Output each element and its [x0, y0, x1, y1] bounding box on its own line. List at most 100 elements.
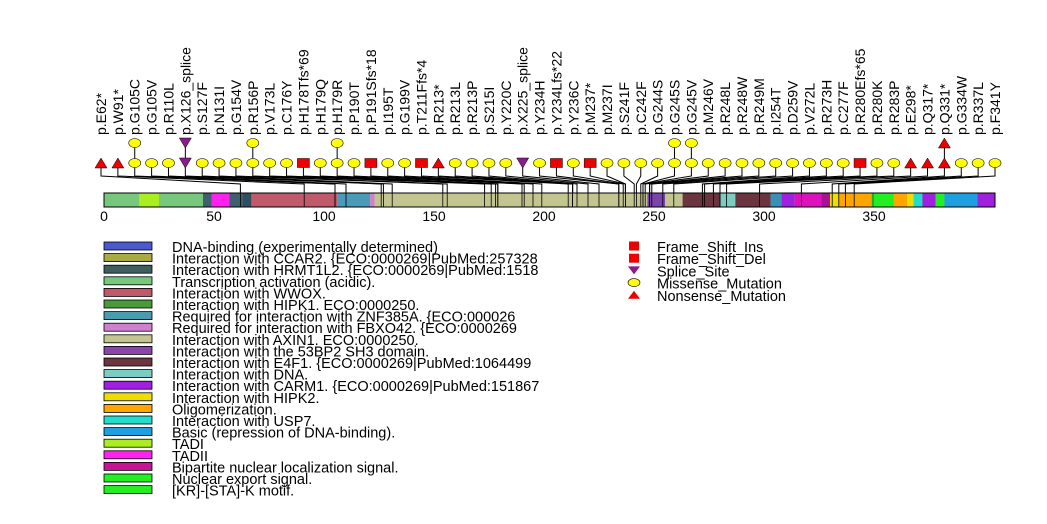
missense-marker — [836, 158, 850, 168]
mutation-label: p.R110L — [160, 83, 176, 135]
mutation-label: p.Y236C — [565, 81, 581, 135]
mutation-connector — [471, 163, 574, 193]
mutation-label: p.H178Tfs*69 — [295, 49, 311, 135]
missense-legend-icon — [627, 278, 641, 287]
nonsense-marker — [904, 157, 918, 169]
domain-legend-swatch — [103, 276, 153, 286]
mutation-label: p.G244S — [650, 80, 666, 135]
mutation-label: p.E62* — [93, 92, 109, 135]
nonsense-marker — [94, 157, 108, 169]
mutation-label: p.F341Y — [987, 81, 1003, 135]
mutation-connector — [606, 163, 626, 193]
domain-legend-swatch — [103, 392, 153, 402]
domain-segment — [647, 193, 665, 207]
domain-segment — [874, 193, 894, 207]
mutation-label: p.Q331* — [936, 83, 952, 135]
mutation-connector — [404, 163, 543, 193]
mutation-label: p.I254T — [768, 87, 784, 135]
domain-legend-label: Interaction with WWOX. — [172, 286, 326, 302]
frameshift-marker — [853, 158, 867, 168]
mutation-connector — [640, 163, 659, 193]
domain-legend-label: Interaction with the 53BP2 SH3 domain. — [172, 344, 429, 360]
mutation-connector — [555, 163, 620, 193]
missense-marker — [330, 158, 344, 168]
mutation-label: p.G105V — [144, 79, 160, 135]
mutation-label: p.R213P — [464, 81, 480, 135]
missense-marker — [246, 158, 260, 168]
domain-legend-label: DNA-binding (experimentally determined) — [172, 240, 438, 256]
missense-marker — [162, 158, 175, 168]
domain-legend-label: Basic (repression of DNA-binding). — [172, 426, 395, 442]
mutation-connector — [100, 163, 241, 193]
domain-legend-label: Interaction with CCAR2. {ECO:0000269|Pub… — [172, 252, 538, 268]
mutation-label: p.Y234Lfs*22 — [548, 51, 564, 135]
domain-segment — [251, 193, 338, 207]
domain-segment — [871, 193, 874, 207]
missense-marker — [398, 158, 411, 168]
domain-segment — [720, 193, 736, 207]
missense-marker — [988, 158, 1002, 168]
domain-legend-swatch — [103, 450, 153, 460]
frameshift-marker — [550, 158, 563, 168]
mutation-label: p.X225_splice — [515, 47, 531, 135]
missense-marker — [313, 158, 327, 168]
mutation-label: p.Y220C — [498, 81, 514, 135]
mutation-connector — [201, 163, 384, 193]
domain-legend-label: Interaction with HIPK1. ECO:0000250. — [172, 298, 419, 314]
mutation-label: p.R273H — [818, 80, 834, 135]
domain-legend-swatch — [103, 311, 153, 321]
frameshift-legend-icon — [629, 253, 639, 263]
mutation-connector — [117, 163, 305, 193]
domain-legend-label: Interaction with HIPK2. — [172, 391, 320, 407]
missense-marker — [786, 158, 799, 168]
mutation-label: p.G245S — [667, 80, 683, 135]
domain-legend-label: Bipartite nuclear localization signal. — [172, 460, 399, 476]
mutation-label: p.D259V — [785, 80, 801, 135]
mutation-connector — [719, 163, 878, 193]
x-tick-label: 100 — [312, 208, 336, 224]
domain-segment — [935, 193, 945, 207]
x-tick-label: 200 — [532, 208, 556, 224]
mutation-connector — [522, 163, 600, 193]
splice-marker — [178, 137, 192, 149]
domain-legend-swatch — [103, 380, 153, 390]
mutation-label: p.R280K — [869, 80, 885, 135]
domain-legend-swatch — [103, 427, 153, 437]
domain-segment — [977, 193, 995, 207]
missense-marker — [617, 158, 631, 168]
mutation-connector — [712, 163, 844, 193]
mutation-label: p.G105C — [127, 79, 143, 135]
frameshift-marker — [297, 158, 310, 168]
mutation-connector — [134, 143, 336, 193]
mutation-label: p.G199V — [397, 79, 413, 135]
domain-legend-swatch — [103, 403, 153, 413]
missense-marker — [482, 158, 496, 168]
splice-legend-icon — [628, 266, 640, 275]
type-legend-label: Missense_Mutation — [657, 277, 782, 293]
missense-marker — [212, 158, 226, 168]
mutation-connector — [800, 163, 929, 193]
frameshift-legend-icon — [629, 241, 639, 251]
nonsense-legend-icon — [628, 290, 640, 299]
domain-legend-label: Interaction with E4F1. {ECO:0000269|PubM… — [172, 356, 531, 372]
domain-legend-swatch — [103, 264, 153, 274]
domain-legend-label: Required for interaction with FBXO42. {E… — [172, 321, 517, 337]
domain-segment — [682, 193, 720, 207]
frameshift-marker — [364, 158, 378, 168]
missense-marker — [499, 158, 513, 168]
mutation-connector — [336, 143, 499, 193]
domain-legend-swatch — [103, 461, 153, 471]
mutation-label: p.M246V — [700, 78, 716, 135]
missense-marker — [870, 158, 884, 168]
missense-marker — [803, 158, 816, 168]
missense-marker — [701, 158, 715, 168]
missense-marker — [634, 158, 648, 168]
domain-segment — [374, 193, 648, 207]
mutation-connector — [623, 163, 635, 193]
type-legend-label: Splice_Site — [657, 264, 730, 280]
domain-segment — [735, 193, 771, 207]
mutation-label: p.E298* — [903, 85, 919, 135]
domain-segment — [821, 193, 830, 207]
mutation-label: p.P190T — [346, 82, 362, 135]
